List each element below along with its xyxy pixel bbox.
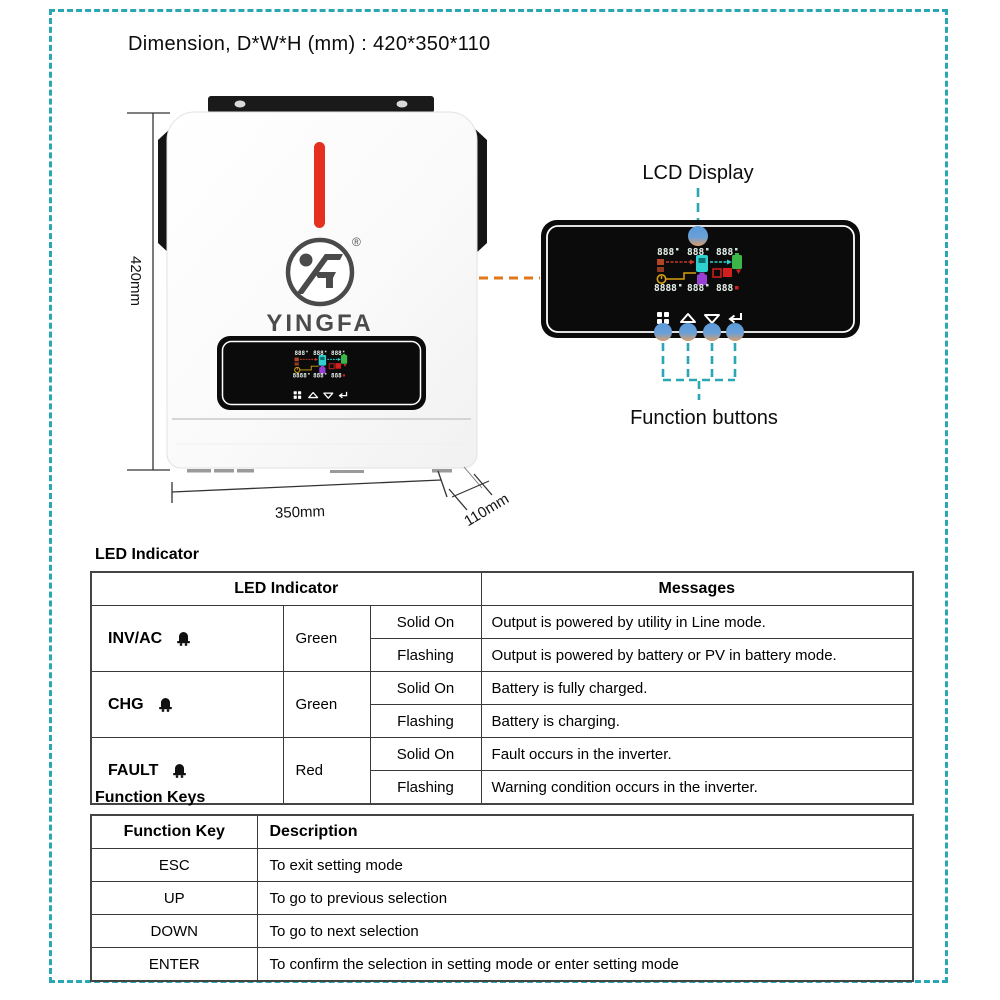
page-title: Dimension, D*W*H (mm) : 420*350*110	[128, 33, 491, 55]
led-state-cell: Solid On	[369, 605, 482, 639]
fk-description-cell: To exit setting mode	[256, 848, 914, 882]
registered-mark: ®	[352, 235, 361, 249]
touch-dot	[654, 323, 672, 341]
led-color-cell: Red	[282, 737, 371, 805]
led-state-cell: Solid On	[369, 737, 482, 771]
led-lamp-icon	[177, 632, 191, 646]
table-row: Flashing Output is powered by battery or…	[91, 638, 914, 672]
fk-header-description: Description	[256, 814, 914, 849]
table-row: Flashing Warning condition occurs in the…	[91, 770, 914, 805]
led-name: CHG	[108, 696, 144, 713]
table-row: ESC To exit setting mode	[90, 848, 914, 882]
led-section-heading: LED Indicator	[95, 546, 200, 563]
led-lamp-icon	[173, 764, 187, 778]
function-buttons-label: Function buttons	[630, 407, 778, 429]
led-name-cell: INV/AC	[90, 605, 284, 672]
led-color-cell: Green	[282, 671, 371, 738]
fk-key-cell: DOWN	[90, 914, 258, 948]
fk-key-cell: ENTER	[90, 947, 258, 982]
brand-name: YINGFA	[266, 310, 373, 337]
led-table-header-indicator: LED Indicator	[90, 571, 482, 606]
led-message-cell: Warning condition occurs in the inverter…	[480, 770, 914, 805]
lcd-callout: LCD Display Function buttons	[479, 162, 860, 429]
led-name-cell: CHG	[90, 671, 284, 738]
touch-dot	[688, 226, 708, 246]
table-row: CHG Green Solid On Battery is fully char…	[90, 671, 914, 738]
fk-header-key: Function Key	[90, 814, 258, 849]
inverter-illustration: 888 888 888	[127, 96, 860, 530]
table-row: Flashing Battery is charging.	[91, 704, 914, 738]
led-name: FAULT	[108, 762, 159, 779]
table-row: ENTER To confirm the selection in settin…	[90, 947, 914, 982]
table-row: INV/AC Green Solid On Output is powered …	[90, 605, 914, 672]
front-lcd-panel	[217, 336, 426, 410]
bracket-hole	[234, 100, 246, 108]
led-message-cell: Output is powered by utility in Line mod…	[480, 605, 914, 639]
brand-logo: ®	[285, 235, 361, 307]
fk-description-cell: To confirm the selection in setting mode…	[256, 947, 914, 982]
bracket-hole	[396, 100, 408, 108]
touch-dot	[679, 323, 697, 341]
led-message-cell: Battery is fully charged.	[480, 671, 914, 705]
led-state-cell: Solid On	[369, 671, 482, 705]
led-name: INV/AC	[108, 630, 163, 647]
function-buttons-connectors	[661, 343, 737, 400]
led-message-cell: Output is powered by battery or PV in ba…	[480, 638, 914, 672]
bottom-feet	[187, 469, 452, 473]
led-message-cell: Fault occurs in the inverter.	[480, 737, 914, 771]
dimension-annotations	[127, 112, 493, 511]
touch-dot	[726, 323, 744, 341]
led-state-cell: Flashing	[369, 770, 482, 805]
led-lamp-icon	[158, 698, 172, 712]
led-table-header-messages: Messages	[480, 571, 914, 606]
fk-key-cell: UP	[90, 881, 258, 915]
led-indicator-table: LED Indicator Messages INV/AC Green Soli…	[90, 571, 915, 805]
led-color-cell: Green	[282, 605, 371, 672]
inverter-unit: ® YINGFA	[158, 96, 487, 473]
table-row: FAULT Red Solid On Fault occurs in the i…	[90, 737, 914, 805]
power-led-strip	[314, 142, 325, 228]
led-state-cell: Flashing	[369, 638, 482, 672]
mounting-bracket	[208, 96, 434, 113]
width-dimension-label: 350mm	[275, 503, 326, 522]
fk-description-cell: To go to previous selection	[256, 881, 914, 915]
touch-dot	[703, 323, 721, 341]
table-row: DOWN To go to next selection	[90, 914, 914, 948]
table-row: UP To go to previous selection	[90, 881, 914, 915]
led-name-cell: FAULT	[90, 737, 284, 805]
lcd-display-label: LCD Display	[642, 162, 753, 184]
height-dimension-label: 420mm	[127, 256, 144, 306]
function-keys-table: Function Key Description ESC To exit set…	[90, 814, 914, 982]
depth-dimension-label: 110mm	[461, 490, 512, 530]
function-keys-heading: Function Keys	[95, 789, 206, 806]
fk-description-cell: To go to next selection	[256, 914, 914, 948]
led-message-cell: Battery is charging.	[480, 704, 914, 738]
led-state-cell: Flashing	[369, 704, 482, 738]
fk-key-cell: ESC	[90, 848, 258, 882]
